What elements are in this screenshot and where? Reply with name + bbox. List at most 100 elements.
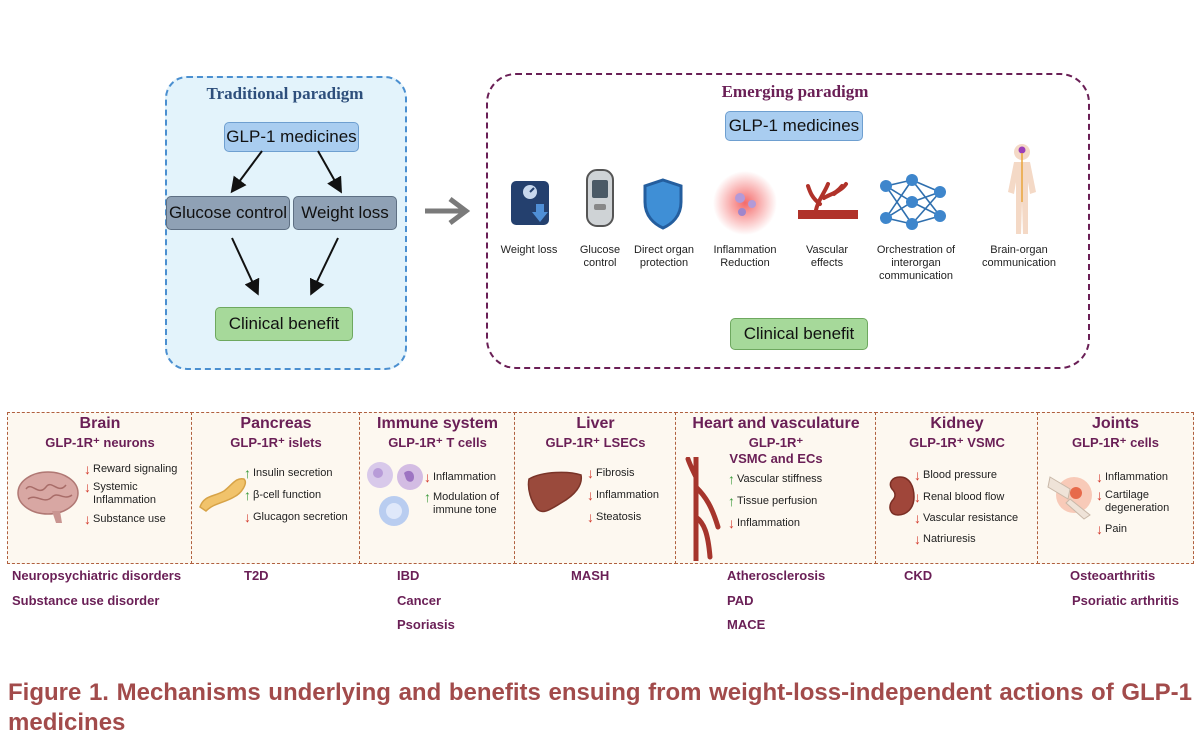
effect-item: ↑Vascular stiffness xyxy=(728,471,874,487)
vessel-icon xyxy=(798,182,858,219)
organ-receptor: GLP-1R⁺ LSECs xyxy=(545,435,646,450)
emerg-medicines-box: GLP-1 medicines xyxy=(725,111,863,141)
down-arrow-icon: ↓ xyxy=(914,489,921,505)
up-arrow-icon: ↑ xyxy=(244,487,251,503)
disease-label: PAD xyxy=(727,593,754,608)
organ-name: Joints xyxy=(1091,415,1140,432)
body-nerve-icon xyxy=(1008,144,1036,234)
arrow-glucose-to-benefit xyxy=(231,237,260,296)
scale-icon xyxy=(511,181,549,225)
emerg-label-organ-protection: Direct organ protection xyxy=(634,244,694,269)
down-arrow-icon: ↓ xyxy=(424,469,431,485)
effect-text: Cartilage degeneration xyxy=(1105,489,1170,514)
organ-name: Immune system xyxy=(377,415,498,432)
down-arrow-icon: ↓ xyxy=(1096,487,1103,503)
emerg-label-weight-loss: Weight loss xyxy=(500,244,558,256)
organ-box-liver: Liver GLP-1R⁺ LSECs ↓Fibrosis ↓Inflammat… xyxy=(514,412,677,564)
effect-item: ↓Substance use xyxy=(84,512,188,526)
organ-receptor: GLP-1R⁺ xyxy=(748,435,804,450)
organ-receptor: GLP-1R⁺ cells xyxy=(1071,435,1160,450)
effect-text: Reward signaling xyxy=(93,463,178,475)
up-arrow-icon: ↑ xyxy=(728,493,735,509)
effect-text: Fibrosis xyxy=(596,467,635,479)
organ-receptor: GLP-1R⁺ neurons xyxy=(45,435,155,450)
effect-text: Blood pressure xyxy=(923,469,997,481)
effect-text: Modulation of immune tone xyxy=(433,491,500,516)
up-arrow-icon: ↑ xyxy=(244,465,251,481)
effect-text: Pain xyxy=(1105,523,1128,535)
organ-box-kidney: Kidney GLP-1R⁺ VSMC ↓Blood pressure ↓Ren… xyxy=(875,412,1039,564)
effect-item: ↑Modulation of immune tone xyxy=(424,489,516,517)
emerg-label-vascular: Vascular effects xyxy=(806,244,848,269)
effect-item: ↓Cartilage degeneration xyxy=(1096,487,1170,515)
disease-label: Cancer xyxy=(397,593,442,608)
organ-name: Brain xyxy=(79,415,121,432)
emerging-title: Emerging paradigm xyxy=(721,82,869,101)
effect-item: ↓Steatosis xyxy=(587,509,675,525)
effect-item: ↓Fibrosis xyxy=(587,465,675,481)
immune-cells-icon xyxy=(367,462,423,526)
effect-item: ↓Inflammation xyxy=(424,469,516,485)
disease-label: IBD xyxy=(397,568,420,583)
figure-caption: Figure 1. Mechanisms underlying and bene… xyxy=(8,679,1192,736)
glucometer-icon xyxy=(586,169,614,227)
disease-label: T2D xyxy=(244,568,269,583)
traditional-title: Traditional paradigm xyxy=(206,84,364,103)
effect-text: Inflammation xyxy=(596,489,659,501)
down-arrow-icon: ↓ xyxy=(587,465,594,481)
effect-item: ↓Inflammation xyxy=(1096,469,1192,485)
down-arrow-icon: ↓ xyxy=(587,509,594,525)
liver-icon xyxy=(527,471,583,513)
inflammation-icon xyxy=(713,171,777,235)
organ-name: Kidney xyxy=(930,415,984,432)
disease-label: Osteoarthritis xyxy=(1070,568,1156,583)
effect-text: β-cell function xyxy=(253,489,322,501)
disease-label: MASH xyxy=(571,568,610,583)
arrow-weight-to-benefit xyxy=(309,237,339,296)
organ-box-immune: Immune system GLP-1R⁺ T cells ↓Inflammat… xyxy=(359,412,516,564)
effect-item: ↓Reward signaling xyxy=(84,461,190,477)
effect-text: Inflammation xyxy=(433,471,496,483)
emerg-label-inflammation: Inflammation Reduction xyxy=(713,244,777,269)
vasculature-icon xyxy=(685,457,721,561)
down-arrow-icon: ↓ xyxy=(84,479,91,495)
down-arrow-icon: ↓ xyxy=(84,461,91,477)
pancreas-icon xyxy=(199,477,246,512)
trad-medicines-box: GLP-1 medicines xyxy=(224,122,359,152)
effect-item: ↓Glucagon secretion xyxy=(244,510,360,524)
effect-text: Glucagon secretion xyxy=(253,511,348,523)
effect-text: Vascular resistance xyxy=(923,512,1019,524)
effect-text: Insulin secretion xyxy=(253,467,333,479)
organ-box-pancreas: Pancreas GLP-1R⁺ islets ↑Insulin secreti… xyxy=(191,412,361,564)
organ-name: Liver xyxy=(576,415,615,432)
disease-label: CKD xyxy=(904,568,933,583)
shield-icon xyxy=(643,178,683,230)
up-arrow-icon: ↑ xyxy=(728,471,735,487)
disease-label: Neuropsychiatric disorders xyxy=(12,568,182,583)
down-arrow-icon: ↓ xyxy=(914,510,921,526)
down-arrow-icon: ↓ xyxy=(1096,469,1103,485)
organ-receptor: GLP-1R⁺ T cells xyxy=(388,435,487,450)
effect-text: Systemic Inflammation xyxy=(93,481,156,506)
arrow-med-to-weight xyxy=(317,150,342,194)
down-arrow-icon: ↓ xyxy=(728,515,735,531)
down-arrow-icon: ↓ xyxy=(587,487,594,503)
effect-item: ↓Inflammation xyxy=(587,487,675,503)
effect-item: ↑Tissue perfusion xyxy=(728,493,874,509)
effect-text: Inflammation xyxy=(1105,471,1168,483)
down-arrow-icon: ↓ xyxy=(914,531,921,547)
emerg-benefit-box: Clinical benefit xyxy=(730,318,868,350)
up-arrow-icon: ↑ xyxy=(424,489,431,505)
effect-item: ↓Systemic Inflammation xyxy=(84,479,184,507)
effect-item: ↑Insulin secretion xyxy=(244,465,360,481)
disease-label: MACE xyxy=(727,617,766,632)
disease-label: Atherosclerosis xyxy=(727,568,826,583)
effect-item: ↓Renal blood flow xyxy=(914,489,1036,505)
trad-glucose-box: Glucose control xyxy=(166,196,290,230)
effect-item: ↑β-cell function xyxy=(244,487,360,503)
brain-icon xyxy=(17,471,79,523)
kidney-icon xyxy=(889,476,915,516)
effect-text: Natriuresis xyxy=(923,533,976,545)
effect-text: Tissue perfusion xyxy=(737,495,818,507)
